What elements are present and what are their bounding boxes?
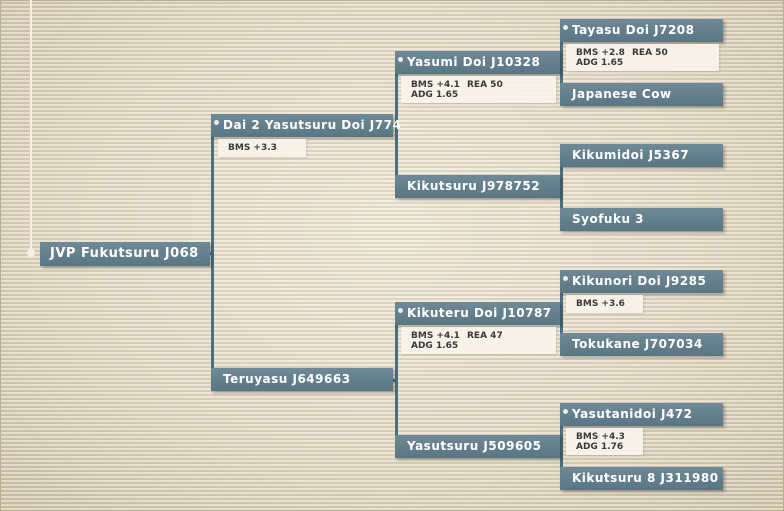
guide-dot bbox=[27, 249, 35, 257]
sire-name: Dai 2 Yasutsuru Doi J774 bbox=[223, 118, 402, 132]
ss-dam-name: Japanese Cow bbox=[572, 87, 672, 101]
dd-dam-name: Kikutsuru 8 J311980 bbox=[572, 471, 719, 485]
connector-dam-dam bbox=[560, 414, 563, 478]
pedigree-sd-sire-node[interactable]: Kikumidoi J5367 bbox=[560, 144, 723, 167]
sire-stats-line1: BMS +3.3 bbox=[228, 143, 277, 153]
pedigree-ss-dam-node[interactable]: Japanese Cow bbox=[560, 83, 723, 106]
ss-sire-adg: ADG 1.65 bbox=[576, 58, 624, 68]
pin-icon bbox=[563, 276, 568, 281]
ss-sire-bms: BMS +2.8 bbox=[576, 48, 625, 58]
pin-icon bbox=[398, 308, 403, 313]
pedigree-sd-dam-node[interactable]: Syofuku 3 bbox=[560, 208, 723, 231]
pin-icon bbox=[214, 120, 219, 125]
sd-dam-name: Syofuku 3 bbox=[572, 212, 645, 226]
sire-stats: BMS +3.3 bbox=[218, 139, 306, 157]
pedigree-dd-dam-node[interactable]: Kikutsuru 8 J311980 bbox=[560, 467, 723, 490]
root-name: JVP Fukutsuru J068 bbox=[50, 246, 199, 261]
connector-dam-sire bbox=[560, 281, 563, 345]
ss-sire-stats: BMS +2.8 REA 50 ADG 1.65 bbox=[566, 44, 719, 71]
pedigree-ds-dam-node[interactable]: Tokukane J707034 bbox=[560, 333, 723, 356]
ds-sire-bms: BMS +3.6 bbox=[576, 299, 625, 309]
ds-dam-name: Tokukane J707034 bbox=[572, 337, 703, 351]
dd-sire-bms: BMS +4.3 bbox=[576, 432, 625, 442]
connector-sire-h bbox=[390, 124, 398, 127]
sire-sire-rea: REA 50 bbox=[467, 80, 503, 90]
dam-sire-rea: REA 47 bbox=[467, 331, 503, 341]
dam-sire-name: Kikuteru Doi J10787 bbox=[407, 306, 552, 320]
pedigree-dd-sire-node[interactable]: Yasutanidoi J472 bbox=[560, 403, 723, 426]
dam-sire-stats: BMS +4.1 REA 47 ADG 1.65 bbox=[401, 327, 556, 354]
sire-sire-bms: BMS +4.1 bbox=[411, 80, 460, 90]
ss-sire-name: Tayasu Doi J7208 bbox=[572, 23, 695, 37]
sire-sire-name: Yasumi Doi J10328 bbox=[407, 55, 541, 69]
pedigree-ds-sire-node[interactable]: Kikunori Doi J9285 bbox=[560, 270, 723, 293]
sire-sire-adg: ADG 1.65 bbox=[411, 90, 459, 100]
dd-sire-adg: ADG 1.76 bbox=[576, 442, 624, 452]
pedigree-sire-dam-node[interactable]: Kikutsuru J978752 bbox=[395, 175, 560, 198]
sire-sire-stats: BMS +4.1 REA 50 ADG 1.65 bbox=[401, 76, 556, 103]
ss-sire-rea: REA 50 bbox=[632, 48, 668, 58]
dam-sire-bms: BMS +4.1 bbox=[411, 331, 460, 341]
dd-sire-stats: BMS +4.3 ADG 1.76 bbox=[566, 428, 643, 455]
guide-line bbox=[30, 0, 32, 250]
dd-sire-name: Yasutanidoi J472 bbox=[572, 407, 693, 421]
pin-icon bbox=[563, 25, 568, 30]
pedigree-dam-dam-node[interactable]: Yasutsuru J509605 bbox=[395, 435, 560, 458]
dam-dam-name: Yasutsuru J509605 bbox=[407, 439, 542, 453]
pedigree-sire-sire-node[interactable]: Yasumi Doi J10328 bbox=[395, 51, 560, 74]
pedigree-sire-node[interactable]: Dai 2 Yasutsuru Doi J774 bbox=[211, 114, 401, 137]
sire-dam-name: Kikutsuru J978752 bbox=[407, 179, 541, 193]
ds-sire-name: Kikunori Doi J9285 bbox=[572, 274, 707, 288]
connector-dam-h bbox=[390, 379, 398, 382]
connector-sire-sire bbox=[560, 30, 563, 94]
connector-sire-dam bbox=[560, 155, 563, 219]
sd-sire-name: Kikumidoi J5367 bbox=[572, 148, 690, 162]
pedigree-dam-node[interactable]: Teruyasu J649663 bbox=[211, 368, 393, 391]
dam-name: Teruyasu J649663 bbox=[223, 372, 351, 386]
pin-icon bbox=[398, 57, 403, 62]
pedigree-ss-sire-node[interactable]: Tayasu Doi J7208 bbox=[560, 19, 723, 42]
dam-sire-adg: ADG 1.65 bbox=[411, 341, 459, 351]
ds-sire-stats: BMS +3.6 bbox=[566, 295, 643, 313]
pedigree-root-node[interactable]: JVP Fukutsuru J068 bbox=[40, 242, 210, 266]
pin-icon bbox=[563, 409, 568, 414]
pedigree-dam-sire-node[interactable]: Kikuteru Doi J10787 bbox=[395, 302, 560, 325]
